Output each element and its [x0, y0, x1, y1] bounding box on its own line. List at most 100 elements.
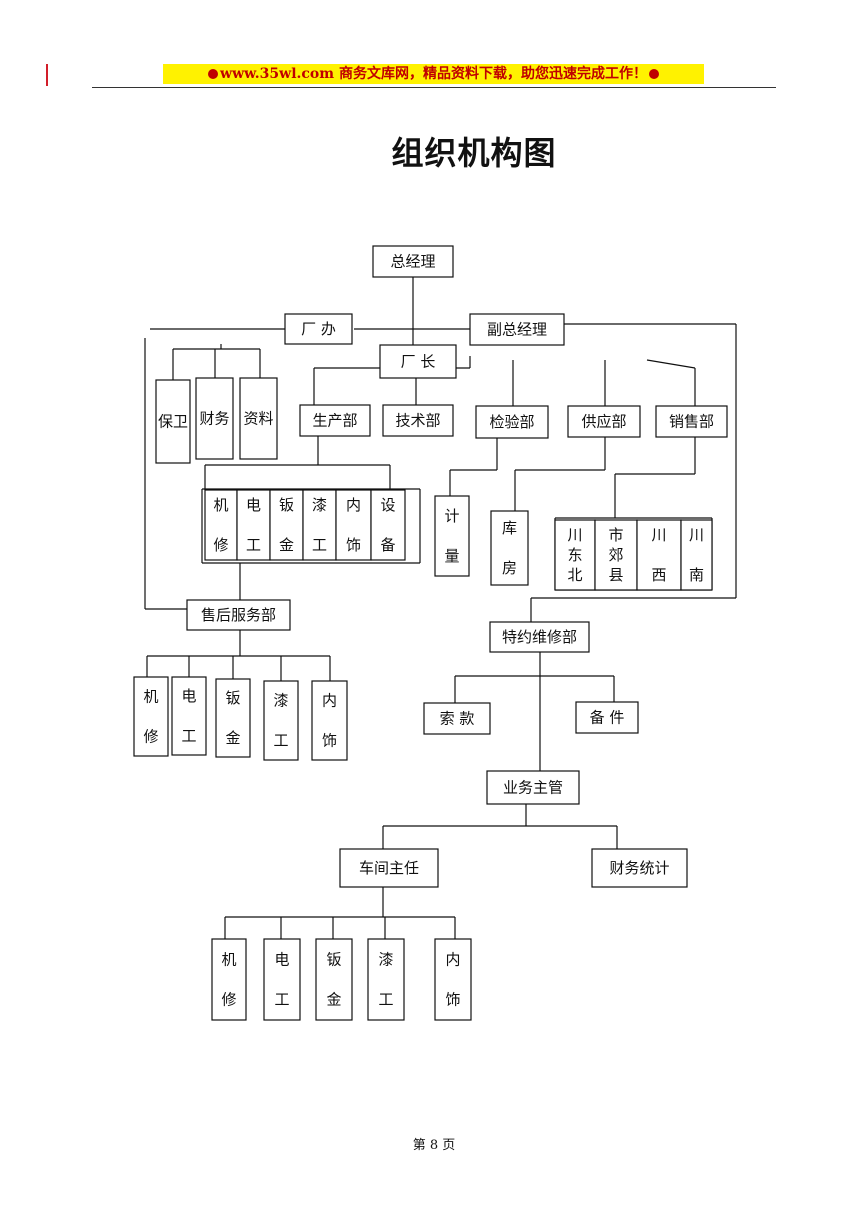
org-node-r2[interactable]: 市郊县 [594, 519, 638, 591]
margin-mark [46, 64, 48, 86]
org-node-w1[interactable]: 机修 [204, 489, 238, 561]
org-node-label: 备 件 [590, 709, 625, 727]
org-node-box [591, 848, 688, 888]
org-node-label-char: 钣 [326, 951, 341, 969]
org-node-prod[interactable]: 生产部 [299, 404, 371, 437]
org-node-w5[interactable]: 内饰 [335, 489, 372, 561]
org-node-label-char: 房 [502, 559, 517, 577]
org-node-box [655, 405, 728, 438]
connector-line [646, 359, 696, 369]
org-node-label-char: 川 [567, 526, 582, 544]
org-node-bw[interactable]: 保卫 [155, 379, 191, 464]
org-node-tech[interactable]: 技术部 [382, 404, 454, 437]
org-node-box [372, 245, 454, 278]
org-node-label-char: 内 [346, 496, 361, 514]
org-node-label: 特约维修部 [502, 628, 577, 646]
org-node-box [680, 519, 713, 591]
org-node-vgm[interactable]: 副总经理 [469, 313, 565, 346]
org-node-label-char: 内 [322, 692, 337, 710]
org-node-box [263, 938, 301, 1021]
org-node-box [489, 621, 590, 653]
org-node-label: 销售部 [669, 413, 714, 431]
org-node-box [171, 676, 207, 756]
org-node-a4[interactable]: 漆工 [263, 680, 299, 761]
org-node-label-char: 金 [225, 729, 240, 747]
org-node-box [133, 676, 169, 757]
org-node-a3[interactable]: 钣金 [215, 678, 251, 758]
org-node-gm[interactable]: 总经理 [372, 245, 454, 278]
org-node-label-char: 工 [181, 727, 196, 745]
org-node-after[interactable]: 售后服务部 [186, 599, 291, 631]
org-node-box [554, 519, 596, 591]
org-node-label-char: 钣 [279, 496, 294, 514]
org-node-box [367, 938, 405, 1021]
org-node-w2[interactable]: 电工 [236, 489, 271, 561]
org-node-shop[interactable]: 车间主任 [339, 848, 439, 888]
org-node-label-char: 西 [651, 566, 666, 584]
org-node-box [423, 702, 491, 735]
org-node-label-char: 工 [273, 732, 288, 750]
org-node-label: 保卫 [158, 413, 188, 431]
org-node-cw[interactable]: 财务 [195, 377, 234, 460]
org-node-s1[interactable]: 机修 [211, 938, 247, 1021]
org-node-w4[interactable]: 漆工 [302, 489, 337, 561]
org-node-r4[interactable]: 川南 [680, 519, 713, 591]
org-node-label-char: 东 [567, 546, 582, 564]
org-node-box [475, 405, 549, 439]
org-node-s2[interactable]: 电工 [263, 938, 301, 1021]
org-node-w6[interactable]: 设备 [370, 489, 406, 561]
org-node-r3[interactable]: 川西 [636, 519, 682, 591]
org-node-label-char: 设 [380, 496, 395, 514]
org-node-insp[interactable]: 检验部 [475, 405, 549, 439]
org-node-s3[interactable]: 钣金 [315, 938, 353, 1021]
org-node-stat[interactable]: 财务统计 [591, 848, 688, 888]
org-node-w3[interactable]: 钣金 [269, 489, 304, 561]
org-node-label: 财务统计 [609, 859, 669, 877]
org-node-box [434, 495, 470, 577]
org-node-s5[interactable]: 内饰 [434, 938, 472, 1021]
org-node-box [370, 489, 406, 561]
org-node-label-char: 市 [608, 526, 623, 544]
org-node-label: 检验部 [489, 413, 534, 431]
org-node-a2[interactable]: 电工 [171, 676, 207, 756]
org-node-box [486, 770, 580, 805]
org-node-label-char: 电 [246, 496, 261, 514]
org-node-label: 资料 [243, 410, 273, 428]
org-node-label-char: 饰 [322, 732, 337, 750]
org-node-box [195, 377, 234, 460]
org-node-supply[interactable]: 供应部 [567, 405, 641, 438]
org-node-parts[interactable]: 备 件 [575, 701, 639, 734]
org-node-label-char: 金 [326, 991, 341, 1009]
org-node-a1[interactable]: 机修 [133, 676, 169, 757]
org-node-label: 技术部 [395, 412, 440, 430]
org-node-s4[interactable]: 漆工 [367, 938, 405, 1021]
org-node-label: 供应部 [581, 413, 626, 431]
org-node-office[interactable]: 厂 办 [284, 313, 353, 345]
org-node-director[interactable]: 厂 长 [379, 344, 457, 379]
org-node-label: 车间主任 [359, 859, 419, 877]
org-node-box [490, 510, 529, 586]
org-node-label-char: 备 [380, 536, 395, 554]
org-node-box [215, 678, 251, 758]
org-node-label-char: 川 [651, 526, 666, 544]
org-node-claim[interactable]: 索 款 [423, 702, 491, 735]
org-node-meter[interactable]: 计量 [434, 495, 470, 577]
org-node-special[interactable]: 特约维修部 [489, 621, 590, 653]
org-node-zl[interactable]: 资料 [239, 377, 278, 460]
org-node-store[interactable]: 库房 [490, 510, 529, 586]
header-banner[interactable]: www.35wl.com 商务文库网，精品资料下载，助您迅速完成工作！ [163, 64, 704, 84]
org-node-box [299, 404, 371, 437]
org-node-label: 厂 长 [401, 353, 436, 371]
org-node-label-char: 修 [213, 536, 228, 554]
org-node-label: 索 款 [440, 710, 475, 728]
org-node-a5[interactable]: 内饰 [311, 680, 348, 761]
org-node-label-char: 库 [502, 519, 517, 537]
org-node-sales[interactable]: 销售部 [655, 405, 728, 438]
org-node-r1[interactable]: 川东北 [554, 519, 596, 591]
org-node-label-char: 电 [274, 951, 289, 969]
org-node-box [204, 489, 238, 561]
org-node-biz[interactable]: 业务主管 [486, 770, 580, 805]
org-node-label-char: 漆 [378, 951, 393, 969]
org-node-box [311, 680, 348, 761]
